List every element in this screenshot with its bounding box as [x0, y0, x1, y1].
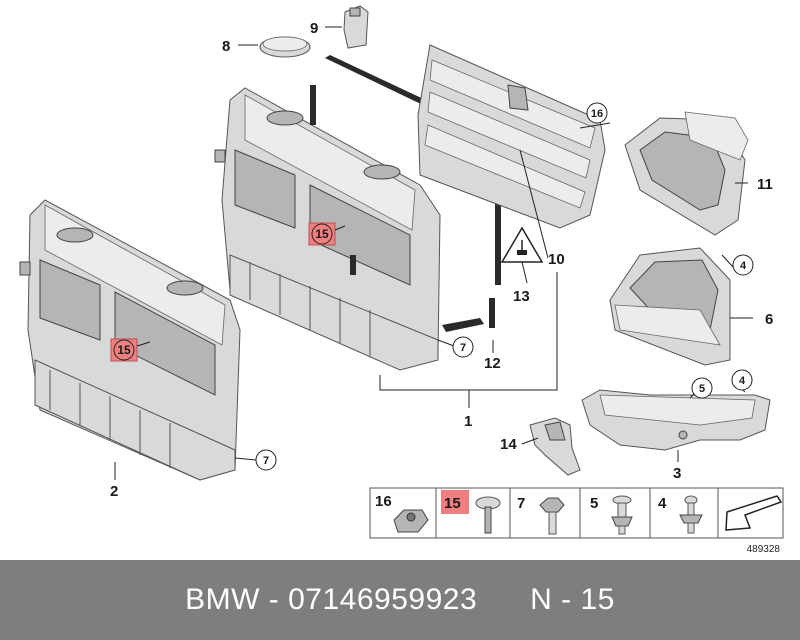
cap-part-8: [259, 36, 311, 58]
highlight-marker-15-lower: 15: [110, 338, 151, 362]
callout-4-upper: 4: [740, 260, 747, 272]
air-duct-part-11: [624, 111, 749, 236]
callout-16: 16: [591, 108, 603, 120]
parts-diagram: 15 15 8 9 11 6 10 13 12 1: [19, 5, 784, 555]
highlight-marker-15-upper: 15: [308, 222, 346, 246]
callout-1: 1: [464, 413, 472, 430]
diagram-id: 489328: [747, 544, 781, 555]
bolt-7-icon: [539, 497, 565, 535]
callout-8: 8: [222, 38, 230, 55]
frame-part-2: [19, 199, 241, 481]
callout-12: 12: [484, 355, 501, 372]
expanding-rivet-5-icon: [611, 495, 633, 535]
callout-15-upper: 15: [315, 227, 329, 241]
callout-5: 5: [699, 383, 705, 395]
table-cell-7: 7: [517, 495, 525, 512]
air-shutter-part-10: [417, 44, 606, 229]
callout-15-lower: 15: [117, 343, 131, 357]
parts-table: 16 15 7 5 4: [369, 487, 784, 539]
callout-3: 3: [673, 465, 681, 482]
bracket-part-14: [529, 417, 581, 476]
table-cell-15: 15: [444, 495, 461, 512]
callout-14: 14: [500, 436, 517, 453]
table-cell-4: 4: [658, 495, 667, 512]
air-guide-part-3: [581, 389, 771, 451]
table-cell-5: 5: [590, 495, 598, 512]
bracket-part-9: [343, 5, 369, 49]
callout-10: 10: [548, 251, 565, 268]
footer-bar: BMW - 07146959923 N - 15: [0, 560, 800, 640]
table-cell-16: 16: [375, 493, 392, 510]
callout-4-lower: 4: [739, 375, 746, 387]
callouts: 8 9 11 6 10 13 12 1 2 14 3 16 7 7 4 4 5: [110, 20, 773, 500]
screw-15-icon: [475, 496, 501, 534]
callout-6: 6: [765, 311, 773, 328]
callout-13: 13: [513, 288, 530, 305]
expanding-rivet-4-icon: [679, 495, 703, 534]
callout-11: 11: [757, 176, 773, 193]
callout-7-upper: 7: [460, 342, 466, 354]
callout-2: 2: [110, 483, 118, 500]
electric-warning-sign-part-13: [500, 226, 544, 263]
clip-nut-icon: [393, 509, 429, 533]
callout-9: 9: [310, 20, 318, 37]
air-duct-part-6: [609, 247, 731, 366]
callout-7-lower: 7: [263, 455, 269, 467]
arrow-symbol-icon: [725, 495, 783, 531]
part-number-title: BMW - 07146959923 N - 15: [185, 583, 615, 616]
